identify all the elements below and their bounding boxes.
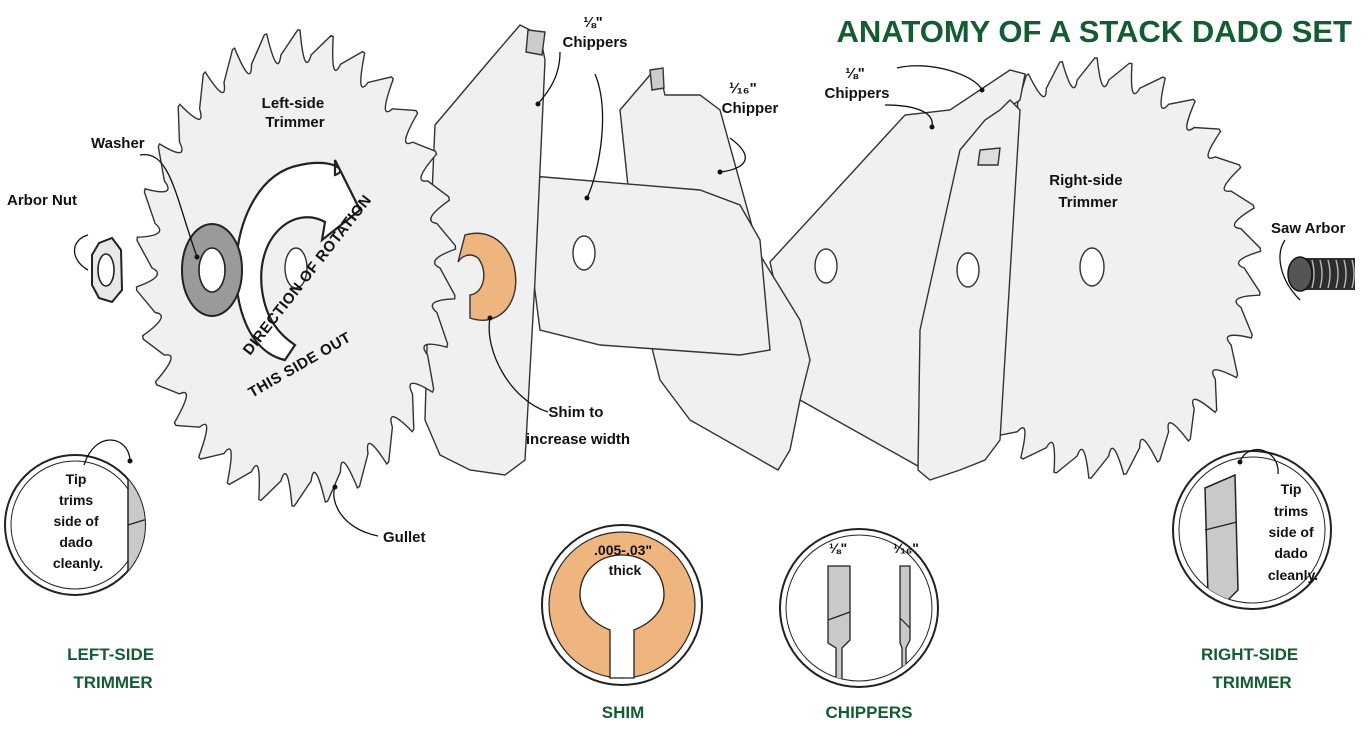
shim-inset-caption: SHIM bbox=[602, 703, 645, 722]
left-trimmer-inset: Tip trims side of dado cleanly. bbox=[5, 440, 160, 620]
right-eighth-chippers bbox=[770, 70, 1025, 480]
label-right-eighth-chippers: ⅛" Chippers bbox=[824, 65, 889, 102]
label-gullet: Gullet bbox=[383, 529, 426, 546]
top-chipper-front-plate bbox=[520, 175, 770, 355]
label-shim-callout: Shim to increase width bbox=[526, 404, 630, 448]
saw-arbor-part bbox=[1288, 257, 1355, 291]
arbor-nut-part bbox=[92, 238, 122, 302]
shim-inset: .005-.03" thick bbox=[542, 525, 702, 685]
chippers-inset-sixteenth: ¹⁄₁₆" bbox=[893, 540, 919, 556]
right-trimmer-arbor-hole bbox=[1080, 248, 1104, 286]
right-trimmer-inset: Tip trims side of dado cleanly. bbox=[1173, 450, 1331, 620]
right-chipper-tooth-a bbox=[978, 148, 1000, 165]
chippers-inset-caption: CHIPPERS bbox=[826, 703, 913, 722]
label-arbor-nut: Arbor Nut bbox=[7, 192, 77, 209]
sixteenth-chipper-tooth bbox=[650, 68, 664, 90]
label-top-eighth-chippers: ⅛" Chippers bbox=[562, 14, 627, 51]
right-inset-caption: RIGHT-SIDE TRIMMER bbox=[1201, 645, 1303, 692]
right-chipper-hole-b bbox=[957, 253, 979, 287]
chippers-inset: ⅛" ¹⁄₁₆" bbox=[780, 529, 938, 690]
label-saw-arbor: Saw Arbor bbox=[1271, 220, 1346, 237]
label-washer: Washer bbox=[91, 135, 145, 152]
top-chipper-front-hole bbox=[573, 236, 595, 270]
diagram-title: ANATOMY OF A STACK DADO SET bbox=[836, 14, 1352, 49]
top-chipper-tooth bbox=[526, 30, 545, 55]
left-inset-caption: LEFT-SIDE TRIMMER bbox=[67, 645, 159, 692]
right-chipper-hole-a bbox=[815, 249, 837, 283]
label-sixteenth-chipper: ¹⁄₁₆" Chipper bbox=[722, 80, 779, 117]
chippers-inset-eighth: ⅛" bbox=[829, 540, 847, 556]
